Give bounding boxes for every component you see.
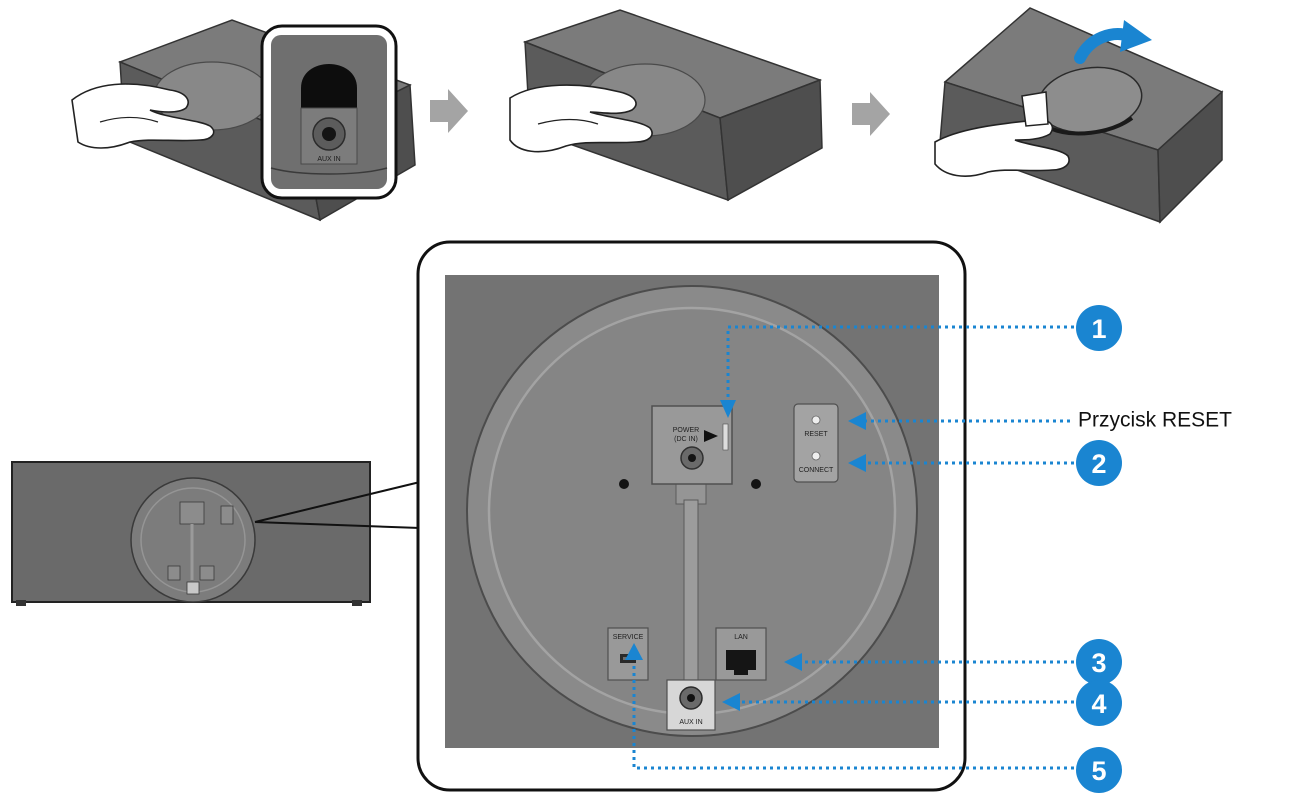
device-back-overview: [11, 461, 371, 606]
reset-label: RESET: [804, 431, 828, 438]
power-dc-in-port: POWER (DC IN): [651, 405, 733, 485]
reset-connect-panel: RESET CONNECT: [793, 403, 839, 483]
service-port: SERVICE: [607, 627, 649, 681]
callout-line-1: [726, 325, 1074, 398]
service-label: SERVICE: [613, 634, 644, 641]
hand-icon: [934, 91, 1070, 177]
lift-arrow-icon: [1074, 20, 1152, 64]
power-label: POWER: [673, 427, 699, 434]
callout-lines: [632, 325, 1074, 770]
badge-4: 4: [1076, 680, 1122, 726]
svg-text:4: 4: [1091, 689, 1106, 719]
connect-label: CONNECT: [799, 467, 834, 474]
power-dc-in-label: (DC IN): [674, 436, 698, 443]
svg-text:5: 5: [1091, 756, 1106, 786]
aux-in-inset: AUX IN: [260, 24, 398, 200]
step-arrow-1: [430, 89, 468, 133]
inset-aux-in-label: AUX IN: [317, 156, 340, 163]
svg-text:3: 3: [1091, 648, 1106, 678]
step-arrow-2: [852, 92, 890, 136]
svg-text:1: 1: [1091, 314, 1106, 344]
badge-1: 1: [1076, 305, 1122, 351]
badge-2: 2: [1076, 440, 1122, 486]
svg-text:2: 2: [1091, 449, 1106, 479]
badge-3: 3: [1076, 639, 1122, 685]
back-panel-detail: POWER (DC IN) RESET CONNECT SERVICE LAN …: [416, 240, 967, 792]
zoom-connector: [254, 481, 421, 529]
aux-in-label: AUX IN: [679, 719, 702, 726]
badge-5: 5: [1076, 747, 1122, 793]
aux-in-port: AUX IN: [666, 679, 716, 731]
lan-label: LAN: [734, 634, 748, 641]
hand-icon: [71, 83, 215, 149]
step3-illustration: [934, 7, 1224, 224]
step2-illustration: [509, 9, 823, 202]
lan-port: LAN: [715, 627, 767, 681]
callout-arrowheads: [625, 400, 866, 711]
hand-icon: [509, 84, 653, 153]
reset-button-callout-label: Przycisk RESET: [1078, 409, 1232, 432]
